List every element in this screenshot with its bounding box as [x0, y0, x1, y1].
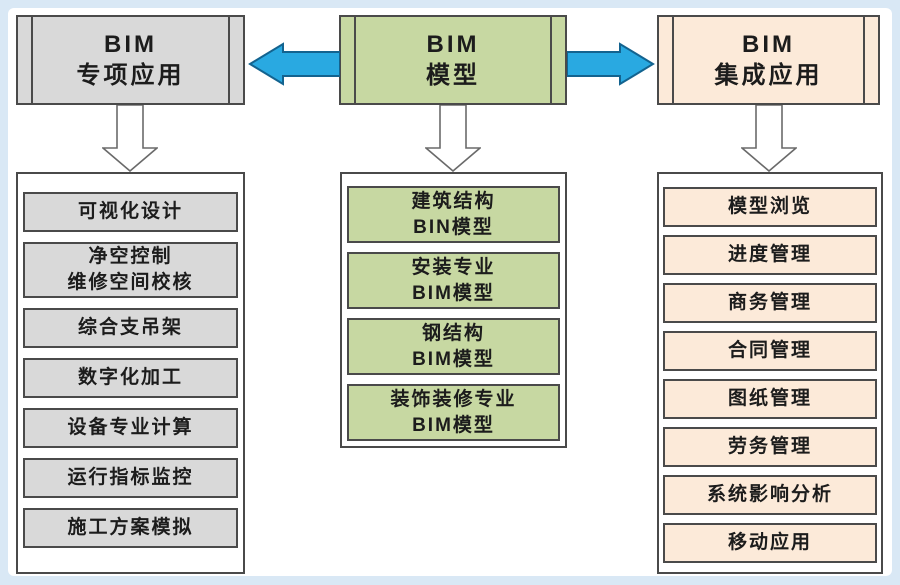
header-title: BIM 专项应用	[76, 30, 185, 89]
header-inner-line	[31, 17, 33, 103]
list-item: 数字化加工	[23, 358, 238, 398]
left-block-arrow-icon	[245, 41, 340, 87]
header-inner-line	[228, 17, 230, 103]
list-item: 劳务管理	[663, 427, 877, 467]
list-bim-models: 建筑结构 BIN模型 安装专业 BIM模型 钢结构 BIM模型 装饰装修专业 B…	[340, 172, 567, 448]
header-title: BIM 集成应用	[714, 30, 823, 89]
header-inner-line	[672, 17, 674, 103]
header-inner-line	[863, 17, 865, 103]
header-title: BIM 模型	[426, 30, 480, 89]
list-item: 图纸管理	[663, 379, 877, 419]
header-bim-model: BIM 模型	[339, 15, 567, 105]
header-inner-line	[354, 17, 356, 103]
header-bim-integrated-applications: BIM 集成应用	[657, 15, 880, 105]
list-item: 系统影响分析	[663, 475, 877, 515]
list-item: 合同管理	[663, 331, 877, 371]
list-item: 施工方案模拟	[23, 508, 238, 548]
header-inner-line	[550, 17, 552, 103]
right-block-arrow-icon	[567, 41, 658, 87]
list-item: 综合支吊架	[23, 308, 238, 348]
list-item: 装饰装修专业 BIM模型	[347, 384, 560, 441]
list-item: 设备专业计算	[23, 408, 238, 448]
list-special-applications: 可视化设计 净空控制 维修空间校核 综合支吊架 数字化加工 设备专业计算 运行指…	[16, 172, 245, 574]
list-item: 移动应用	[663, 523, 877, 563]
header-bim-special-applications: BIM 专项应用	[16, 15, 245, 105]
down-arrow-icon	[425, 105, 481, 172]
list-item: 进度管理	[663, 235, 877, 275]
list-integrated-applications: 模型浏览 进度管理 商务管理 合同管理 图纸管理 劳务管理 系统影响分析 移动应…	[657, 172, 883, 574]
list-item: 净空控制 维修空间校核	[23, 242, 238, 298]
list-item: 运行指标监控	[23, 458, 238, 498]
list-item: 建筑结构 BIN模型	[347, 186, 560, 243]
list-item: 可视化设计	[23, 192, 238, 232]
list-item: 模型浏览	[663, 187, 877, 227]
list-item: 钢结构 BIM模型	[347, 318, 560, 375]
down-arrow-icon	[741, 105, 797, 172]
down-arrow-icon	[102, 105, 158, 172]
list-item: 商务管理	[663, 283, 877, 323]
list-item: 安装专业 BIM模型	[347, 252, 560, 309]
